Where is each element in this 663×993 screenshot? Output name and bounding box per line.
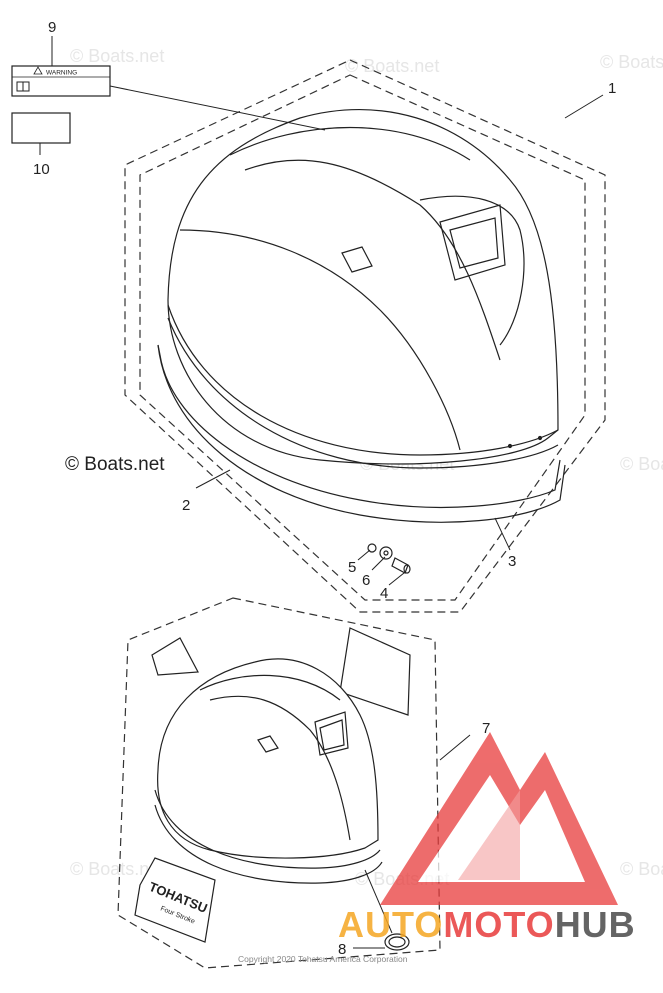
- warning-label-heading: WARNING: [46, 70, 77, 77]
- screw-part: [367, 543, 377, 553]
- footer-copyright: Copyright 2020 Tohatsu America Corporati…: [238, 954, 408, 964]
- blank-label: [11, 112, 71, 144]
- callout-9: 9: [48, 19, 56, 36]
- decal-kit-illustration: [134, 627, 411, 951]
- callout-8: 8: [338, 941, 346, 958]
- logo-text-auto: AUTO: [338, 904, 443, 945]
- svg-text:AUTOMOTOHUB: AUTOMOTOHUB: [338, 904, 636, 945]
- watermark: © Boats.net: [70, 859, 164, 879]
- top-cowl-illustration: [167, 108, 559, 469]
- callout-4: 4: [380, 585, 388, 602]
- callout-2: 2: [182, 497, 190, 514]
- automotohub-logo: AUTOMOTOHUB: [338, 732, 636, 945]
- callout-3: 3: [508, 553, 516, 570]
- watermark: © Boats.net: [70, 46, 164, 66]
- callout-10: 10: [33, 161, 50, 178]
- callout-1: 1: [608, 80, 616, 97]
- callout-7: 7: [482, 720, 490, 737]
- warning-triangle-icon: [33, 66, 43, 75]
- washer-part: [379, 546, 393, 560]
- watermark: © Boats.net: [345, 56, 439, 76]
- callout-6: 6: [362, 572, 370, 589]
- callout-5: 5: [348, 559, 356, 576]
- copyright-stamp: © Boats.net: [65, 454, 165, 475]
- hardware-illustration: [367, 543, 411, 574]
- leader-lines: [39, 36, 604, 949]
- washer-hole: [383, 550, 389, 556]
- watermark: © Boats.net: [620, 859, 663, 879]
- logo-text-moto: MOTO: [443, 904, 554, 945]
- watermark: © Boats.net: [600, 52, 663, 72]
- seal-ring-illustration: [157, 344, 566, 523]
- watermark: © Boats.net: [620, 454, 663, 474]
- warning-label: WARNING: [11, 65, 111, 97]
- logo-text-hub: HUB: [555, 904, 636, 945]
